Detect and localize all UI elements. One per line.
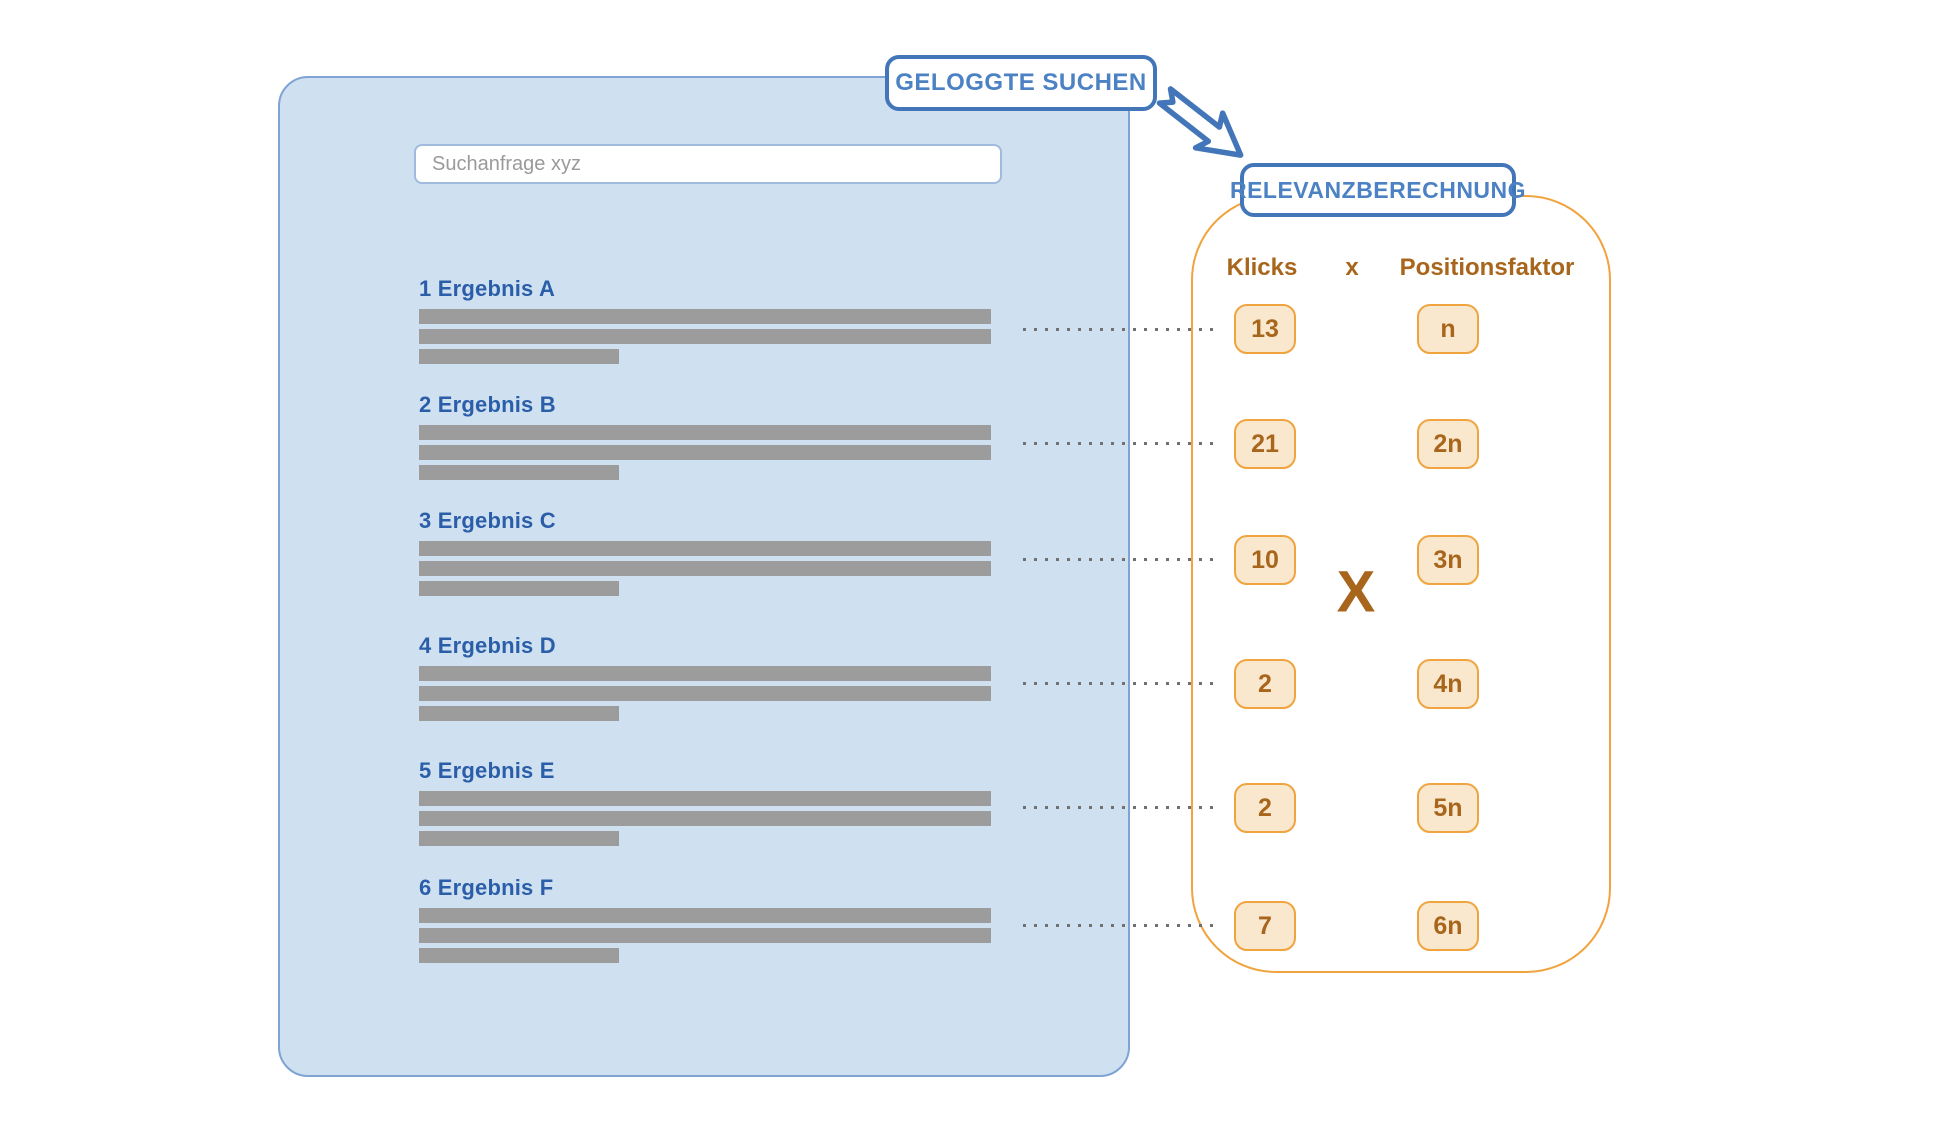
result-text-placeholder-bar [419,811,991,826]
position-factor-box: n [1417,304,1479,354]
result-text-placeholder-bar [419,349,619,364]
connector-dotted-line [1023,442,1213,445]
position-factor-box: 5n [1417,783,1479,833]
clicks-value-box: 2 [1234,659,1296,709]
clicks-value-box: 21 [1234,419,1296,469]
search-result-item: 3 Ergebnis C [419,508,1019,596]
search-result-item: 2 Ergebnis B [419,392,1019,480]
result-text-placeholder-bar [419,706,619,721]
search-result-item: 5 Ergebnis E [419,758,1019,846]
connector-dotted-line [1023,328,1213,331]
search-input[interactable] [414,144,1002,184]
result-text-placeholder-bar [419,791,991,806]
connector-dotted-line [1023,806,1213,809]
logged-searches-label: GELOGGTE SUCHEN [885,55,1157,111]
result-title: 1 Ergebnis A [419,276,556,301]
clicks-value-box: 7 [1234,901,1296,951]
position-factor-box: 4n [1417,659,1479,709]
clicks-value-box: 2 [1234,783,1296,833]
result-text-placeholder-bar [419,831,619,846]
down-right-arrow-icon [1148,76,1263,171]
result-title: 5 Ergebnis E [419,758,555,783]
result-title: 3 Ergebnis C [419,508,556,533]
result-text-placeholder-bar [419,686,991,701]
result-text-placeholder-bar [419,666,991,681]
result-text-placeholder-bar [419,309,991,324]
result-text-placeholder-bar [419,425,991,440]
clicks-value-box: 10 [1234,535,1296,585]
result-title: 2 Ergebnis B [419,392,556,417]
relevance-calculation-label: RELEVANZBERECHNUNG [1230,163,1526,217]
multiply-symbol: X [1336,559,1376,625]
result-text-placeholder-bar [419,329,991,344]
result-title: 4 Ergebnis D [419,633,556,658]
connector-dotted-line [1023,558,1213,561]
result-text-placeholder-bar [419,465,619,480]
position-factor-box: 2n [1417,419,1479,469]
position-factor-box: 6n [1417,901,1479,951]
search-result-item: 6 Ergebnis F [419,875,1019,963]
result-text-placeholder-bar [419,561,991,576]
connector-dotted-line [1023,682,1213,685]
position-factor-box: 3n [1417,535,1479,585]
position-factor-column-header: Positionsfaktor [1399,254,1575,281]
connector-dotted-line [1023,924,1213,927]
search-result-item: 1 Ergebnis A [419,276,1019,364]
result-title: 6 Ergebnis F [419,875,554,900]
result-text-placeholder-bar [419,541,991,556]
clicks-column-header: Klicks [1226,254,1298,281]
result-text-placeholder-bar [419,908,991,923]
clicks-value-box: 13 [1234,304,1296,354]
result-text-placeholder-bar [419,948,619,963]
search-results-panel: 1 Ergebnis A 2 Ergebnis B 3 Ergebnis C 4… [278,76,1130,1077]
search-result-item: 4 Ergebnis D [419,633,1019,721]
result-text-placeholder-bar [419,928,991,943]
multiply-operator-header: x [1345,254,1359,281]
result-text-placeholder-bar [419,581,619,596]
result-text-placeholder-bar [419,445,991,460]
